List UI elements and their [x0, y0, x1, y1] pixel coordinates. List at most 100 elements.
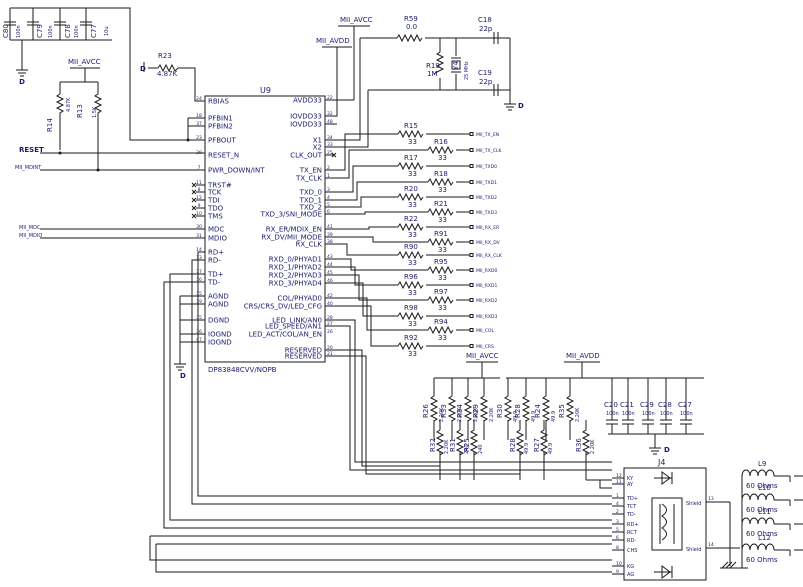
ic-left-pin-number: 12: [196, 195, 202, 201]
series-resistor-symbol: [397, 192, 424, 202]
bias-resistor-symbol: [469, 429, 479, 456]
mii-avcc-label: MII_AVCC: [466, 352, 499, 360]
connector-pin-number: 5: [616, 527, 619, 533]
series-net-trace: [325, 243, 398, 256]
bottom-resistor-value: 49.9: [548, 443, 554, 454]
ic-right-pin-name: LED_LINK/AN0: [272, 317, 322, 325]
ic-right-pin-number: 3: [327, 187, 330, 193]
top-decoupling-caps: D C80 100n C79 100n C78 100n C77 10u: [2, 7, 205, 141]
bottom-resistor-value: 2.20K: [457, 407, 463, 422]
ic-right-pin-number: 43: [327, 254, 333, 260]
ic-right-pin-name: X2: [313, 144, 322, 152]
series-resistor-symbol: [397, 311, 424, 321]
ic-right-pin-number: 28: [327, 315, 333, 321]
ic-right-pin-number: 25: [327, 150, 333, 156]
connector-ref: J4: [657, 458, 665, 467]
net-port-marker: [469, 195, 474, 199]
series-net-label: MII_TXD3: [476, 210, 497, 216]
series-resistor-symbol: [427, 145, 454, 155]
ic-left-pin-number: 9: [198, 203, 201, 209]
routed-nets: [149, 251, 612, 573]
series-net-trace: [325, 297, 428, 331]
series-resistor-symbol: [397, 341, 424, 351]
mii-avdd-label: MII_AVDD: [566, 352, 600, 360]
connector-pin-name: RD-: [627, 538, 636, 544]
ic-part-number: DP83848CVV/NOPB: [208, 366, 277, 374]
series-net-label: MII_RXD2: [476, 298, 497, 304]
series-resistor-ref: R18: [434, 170, 448, 178]
series-resistor-symbol: [427, 177, 454, 187]
ic-left-pin-name: AGND: [208, 301, 229, 309]
reset-net-label: RESET: [19, 146, 44, 154]
net-port-marker: [469, 283, 474, 287]
ic-right-pin-name: TXD_3/SNI_MODE: [260, 211, 322, 219]
ic-left-pin-number: 36: [196, 329, 202, 335]
bottom-resistor-ref: R30: [496, 404, 504, 418]
bottom-resistor-value: 2.20K: [444, 439, 450, 454]
series-resistor-symbol: [427, 207, 454, 217]
connector-pin-number: 3: [616, 519, 619, 525]
r23-ref: R23: [158, 52, 172, 60]
ic-right-pin-number: 39: [327, 232, 333, 238]
connector-pin-name: AY: [627, 482, 634, 488]
bottom-resistor-ref: R25: [463, 438, 471, 452]
series-resistor-value: 33: [438, 274, 447, 282]
pullup-resistor-symbol: [521, 395, 531, 422]
series-resistor-ref: R96: [404, 273, 418, 281]
ic-body: [204, 95, 326, 363]
capacitor-symbol: [660, 378, 672, 434]
power-rails: MII_AVCC MII_AVDD R59 0.0: [316, 15, 510, 141]
ic-left-pin-name: AGND: [208, 293, 229, 301]
bottom-resistor-value: 49.9: [531, 411, 537, 422]
series-net-trace: [325, 196, 398, 208]
series-resistor-value: 33: [408, 138, 417, 146]
series-net-trace: [325, 282, 398, 317]
bottom-resistor-ref: R26: [422, 404, 430, 418]
bottom-resistor-value: 2.20K: [590, 439, 596, 454]
bottom-cap-value: 100n: [680, 411, 693, 417]
ic-right-pin-number: 21: [327, 351, 333, 357]
connector-pin-name: AG: [627, 572, 634, 578]
ic-right-pin-number: 45: [327, 270, 333, 276]
ic-right-pin-name: IOVDD33: [290, 121, 322, 129]
ic-right-pin-number: 34: [327, 135, 333, 141]
ferrite-value: 60 Ohms: [746, 482, 778, 490]
ic-left-pin-number: 17: [196, 269, 202, 275]
bottom-resistor-value: 49.9: [551, 411, 557, 422]
bottom-resistor-ref: R27: [533, 438, 541, 452]
ic-right-pin-name: TXD_2: [299, 204, 322, 212]
capacitor-symbol: [622, 378, 634, 434]
series-resistor-symbol: [397, 222, 424, 232]
net-port-marker: [469, 344, 474, 348]
bottom-resistor-ref: R24: [534, 404, 542, 418]
ferrite-ref: L10: [758, 484, 771, 492]
ic-right-pin-number: 27: [327, 321, 333, 327]
ic-right-pin-name: CLK_OUT: [290, 152, 323, 160]
ic-right-pin-number: 20: [327, 345, 333, 351]
ic-left-pin-number: 24: [196, 96, 202, 102]
connector-pin-name: KY: [627, 476, 634, 482]
net-port-marker: [469, 314, 474, 318]
ic-right-pin-number: 41: [327, 224, 333, 230]
bottom-cap-ref: C21: [620, 401, 634, 409]
net-port-marker: [469, 148, 474, 152]
ic-right-pin-name: COL/PHYAD0: [277, 295, 322, 303]
ferrite-symbol: [741, 543, 803, 556]
series-net-trace: [325, 266, 398, 286]
series-net-trace: [325, 149, 428, 179]
series-resistor-value: 33: [408, 289, 417, 297]
series-net-trace: [325, 226, 398, 230]
capacitor-symbol: [606, 378, 618, 434]
pullup-resistor-symbol: [463, 395, 473, 422]
ic-right-pin-number: 46: [327, 278, 333, 284]
ic-right-pin-name: RESERVED: [285, 347, 322, 355]
cap-c80-ref: C80: [2, 24, 10, 38]
series-net-label: MII_RXD1: [476, 283, 497, 289]
ic-left-pin-name: RD-: [208, 257, 221, 265]
ic-left-pin-number: 11: [196, 180, 202, 186]
y4-value: 25 MHz: [464, 61, 470, 80]
